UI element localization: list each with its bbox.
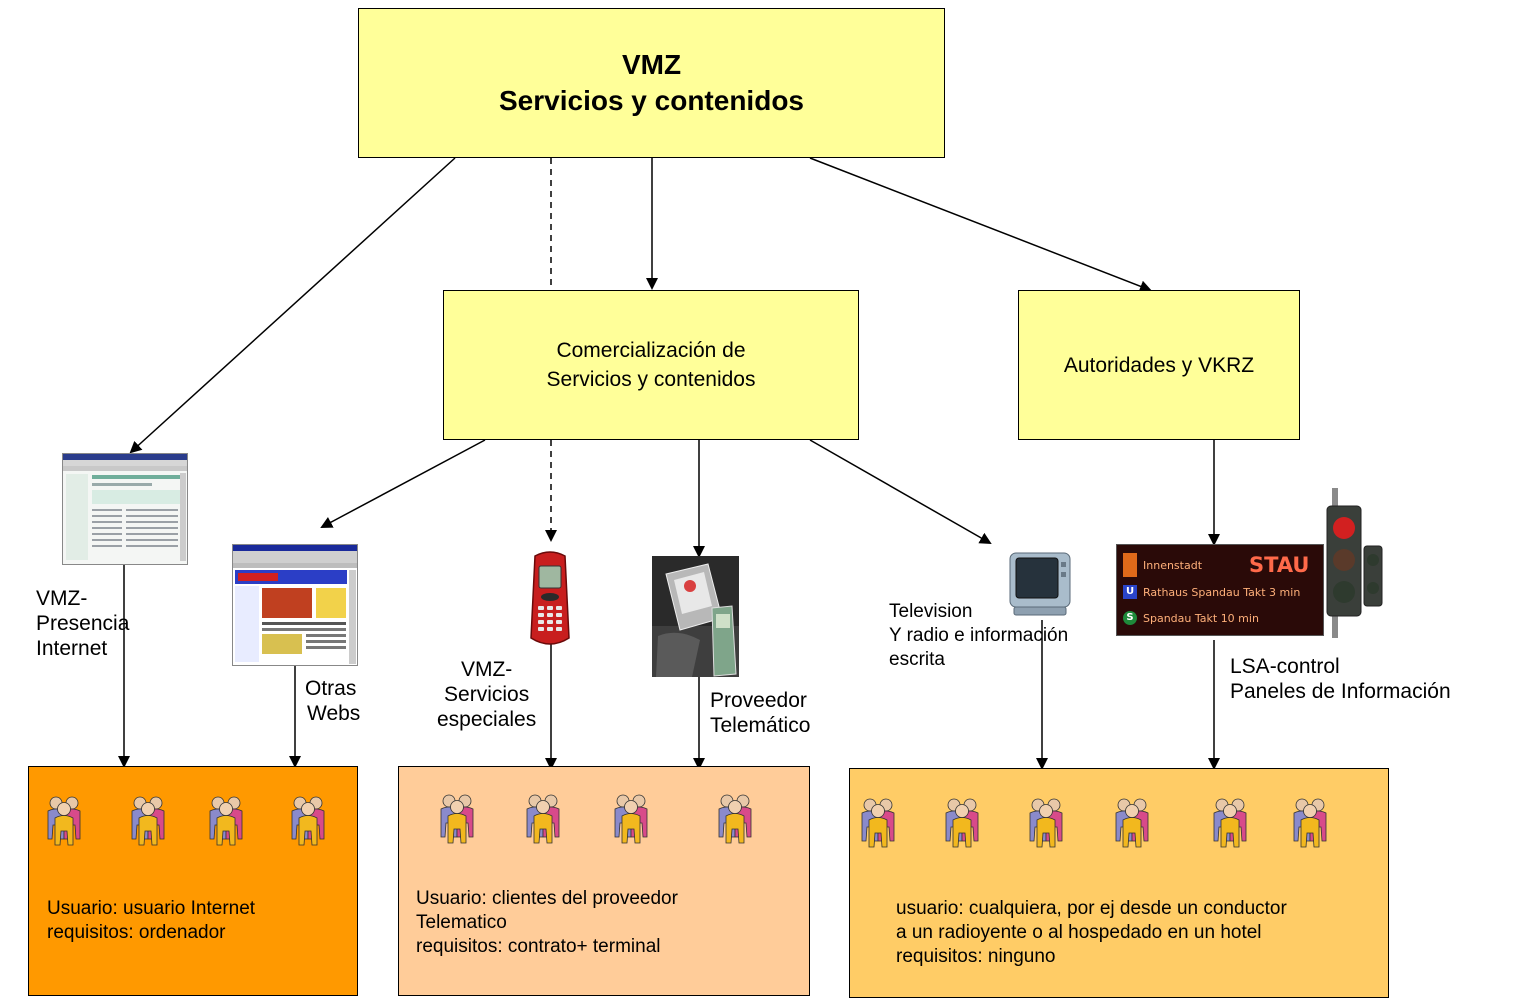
mobile-phone-icon bbox=[530, 551, 570, 645]
label-vmz-internet: VMZ- Presencia Internet bbox=[36, 587, 130, 660]
s-bahn-badge: S bbox=[1123, 611, 1137, 625]
u-bahn-badge: U bbox=[1123, 585, 1137, 599]
sign-row3-text: Spandau Takt 10 min bbox=[1143, 612, 1259, 625]
user-group-telematic-caption: Usuario: clientes del proveedor Telemati… bbox=[416, 888, 678, 957]
sign-row1-status: STAU bbox=[1249, 553, 1310, 577]
authorities-label: Autoridades y VKRZ bbox=[1063, 353, 1255, 377]
label-proveedor-telematico: Proveedor Telemático bbox=[710, 689, 811, 737]
web-page-screenshot-icon bbox=[62, 453, 188, 565]
people-group-icon bbox=[288, 795, 328, 847]
people-group-icon bbox=[1112, 797, 1152, 849]
label-television-radio: Television Y radio e información escrita bbox=[889, 601, 1069, 670]
people-group-icon bbox=[1026, 797, 1066, 849]
people-group-icon bbox=[437, 793, 477, 845]
people-group-icon bbox=[523, 793, 563, 845]
people-group-icon bbox=[44, 795, 84, 847]
web-page-screenshot-icon bbox=[232, 544, 358, 666]
sign-row1-text: Innenstadt bbox=[1143, 559, 1203, 572]
people-group-icon bbox=[1210, 797, 1250, 849]
commercial-line2: Servicios y contenidos bbox=[546, 368, 756, 391]
label-lsa-control: LSA-control Paneles de Información bbox=[1230, 655, 1451, 703]
top-title-line2: Servicios y contenidos bbox=[499, 85, 804, 116]
people-group-icon bbox=[1290, 797, 1330, 849]
label-vmz-servicios-especiales: VMZ- Servicios especiales bbox=[437, 658, 537, 731]
traffic-light-icon bbox=[1326, 488, 1383, 638]
arrow-top-to-authorities bbox=[809, 157, 1152, 292]
traffic-info-panel-icon: Innenstadt STAU U Rathaus Spandau Takt 3… bbox=[1116, 544, 1324, 636]
arrow-up-icon bbox=[1123, 553, 1137, 577]
arrow-commercial-to-otras bbox=[320, 439, 486, 528]
user-group-internet-caption: Usuario: usuario Internet requisitos: or… bbox=[47, 898, 256, 943]
commercial-line1: Comercialización de bbox=[556, 339, 746, 362]
user-group-general-caption: usuario: cualquiera, por ej desde un con… bbox=[896, 898, 1287, 967]
people-group-icon bbox=[206, 795, 246, 847]
people-group-icon bbox=[611, 793, 651, 845]
pda-telematic-device-icon bbox=[652, 556, 739, 677]
top-title-line1: VMZ bbox=[621, 49, 682, 80]
vmz-services-box: VMZ Servicios y contenidos bbox=[358, 8, 945, 158]
authorities-box: Autoridades y VKRZ bbox=[1018, 290, 1300, 440]
people-group-icon bbox=[715, 793, 755, 845]
people-group-icon bbox=[942, 797, 982, 849]
label-otras-webs: Otras Webs bbox=[305, 677, 361, 725]
arrow-commercial-to-tv bbox=[809, 439, 992, 544]
arrow-top-to-internet bbox=[129, 157, 456, 454]
commercialization-box: Comercialización de Servicios y contenid… bbox=[443, 290, 859, 440]
people-group-icon bbox=[858, 797, 898, 849]
sign-row2-text: Rathaus Spandau Takt 3 min bbox=[1143, 586, 1301, 599]
people-group-icon bbox=[128, 795, 168, 847]
television-icon bbox=[1009, 552, 1071, 616]
